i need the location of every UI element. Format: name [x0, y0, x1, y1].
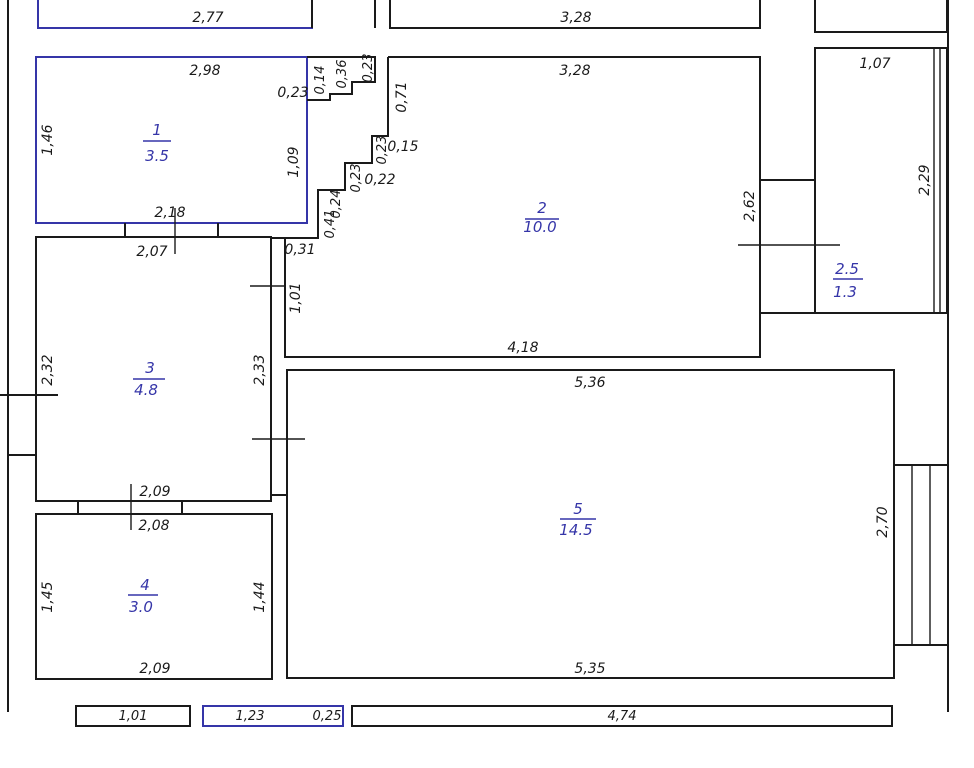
dim-bot-cut-3: 0,25 — [313, 709, 342, 724]
dim-step-i: 0,41 — [323, 210, 338, 239]
dim-top-cut-1: 2,77 — [192, 10, 223, 26]
room-2-outline — [284, 56, 761, 358]
room-5-id: 5 — [573, 500, 583, 518]
room-2-id: 2 — [537, 199, 547, 217]
dim-r25-right: 2,29 — [917, 164, 933, 195]
dim-bot-cut-2: 1,23 — [236, 709, 265, 724]
dim-r2-left-top: 0,71 — [394, 81, 410, 112]
dimension-labels-vertical: 1,46 1,09 0,14 0,36 0,23 0,71 0,23 0,23 … — [40, 54, 933, 613]
room-2-5-id: 2.5 — [835, 260, 859, 278]
dim-r5-right: 2,70 — [875, 506, 891, 537]
room-1-id: 1 — [152, 121, 162, 139]
dim-r2-step-bottom: 0,31 — [284, 242, 315, 258]
dim-r4-left: 1,45 — [40, 581, 56, 612]
dim-bot-cut-1: 1,01 — [119, 709, 148, 724]
room-label-3: 3 4.8 — [133, 359, 165, 399]
dim-r3-left: 2,32 — [40, 354, 56, 385]
room-4-id: 4 — [140, 576, 150, 594]
dim-bot-cut-4: 4,74 — [608, 709, 637, 724]
dim-r1-right: 1,09 — [286, 146, 302, 177]
dim-r1-left: 1,46 — [40, 124, 56, 155]
room-5-outline — [286, 369, 895, 679]
dim-r1-bottom: 2,18 — [154, 205, 185, 221]
room-label-2-5: 2.5 1.3 — [833, 260, 863, 301]
dim-r4-right: 1,44 — [252, 581, 268, 612]
dim-r2-right: 2,62 — [742, 190, 758, 221]
dim-r2-top: 3,28 — [559, 63, 590, 79]
dim-r25-top: 1,07 — [859, 56, 890, 72]
dim-r5-top: 5,36 — [574, 375, 605, 391]
dim-step-c: 0,23 — [277, 85, 308, 101]
dim-r2-bottom: 4,18 — [507, 340, 538, 356]
dim-step-b: 0,36 — [335, 60, 350, 89]
room-1-area: 3.5 — [145, 147, 169, 165]
room-label-4: 4 3.0 — [128, 576, 158, 616]
room-1-outline — [35, 56, 308, 224]
outer-walls — [0, 0, 949, 727]
dim-step-e: 0,23 — [375, 136, 390, 165]
dim-r4-bottom: 2,09 — [139, 661, 170, 677]
room-3-outline — [35, 236, 272, 502]
room-5-area: 14.5 — [559, 521, 592, 539]
room-2-5-outline — [814, 47, 948, 314]
room-3-area: 4.8 — [134, 381, 158, 399]
dim-r1-top: 2,98 — [189, 63, 220, 79]
dim-r2-left-bottom: 1,01 — [288, 282, 304, 313]
dim-r3-top: 2,07 — [136, 244, 167, 260]
dim-r5-bottom: 5,35 — [574, 661, 605, 677]
dim-step-h: 0,22 — [364, 172, 395, 188]
dim-step-g: 0,23 — [349, 164, 364, 193]
step-wall-top — [307, 56, 376, 101]
dim-top-cut-2: 3,28 — [560, 10, 591, 26]
dim-r4-top: 2,08 — [138, 518, 169, 534]
dim-step-a: 0,14 — [313, 66, 328, 95]
dim-r3-bottom: 2,09 — [139, 484, 170, 500]
room-4-area: 3.0 — [129, 598, 153, 616]
room-label-1: 1 3.5 — [143, 121, 171, 165]
dim-step-f: 0,15 — [387, 139, 418, 155]
dim-step-j: 0,24 — [329, 190, 344, 219]
room-4-outline — [35, 513, 273, 680]
dimension-labels-horizontal: 2,77 3,28 2,98 2,18 0,23 3,28 0,15 0,22 … — [119, 10, 891, 724]
room-3-id: 3 — [145, 359, 155, 377]
room-label-2: 2 10.0 — [523, 199, 559, 236]
room-2-area: 10.0 — [523, 218, 556, 236]
dim-r3-right: 2,33 — [252, 354, 268, 385]
dim-step-d: 0,23 — [361, 54, 376, 83]
room-label-5: 5 14.5 — [559, 500, 596, 539]
room-2-5-area: 1.3 — [833, 283, 857, 301]
